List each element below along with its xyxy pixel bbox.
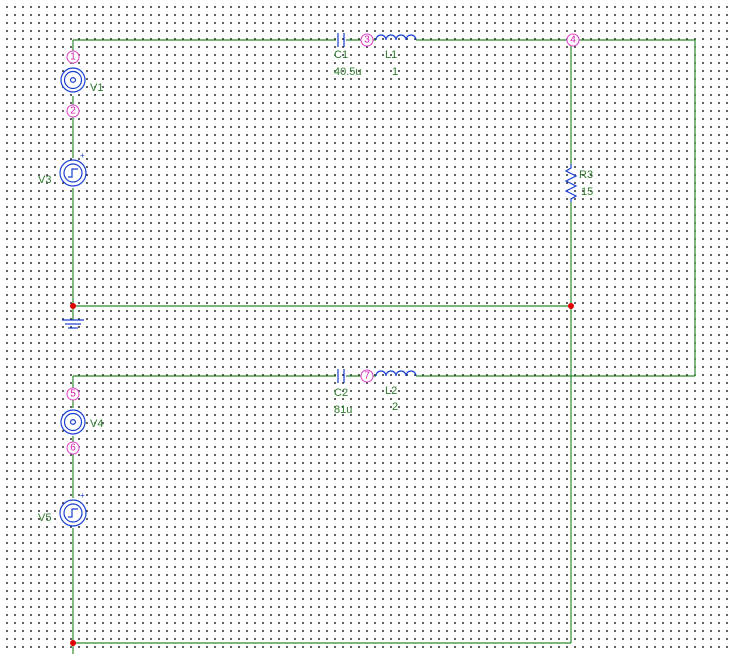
resistor-icon: [564, 164, 578, 202]
node-7-label: 7: [364, 371, 370, 382]
node-6-label: 6: [70, 443, 76, 454]
l1-inductor[interactable]: L1 1: [375, 34, 420, 78]
node-2-label: 2: [70, 106, 76, 117]
node-6-marker[interactable]: 6: [66, 441, 80, 455]
svg-text:+: +: [80, 151, 85, 160]
svg-text:+: +: [80, 491, 85, 500]
c2-value: 81u: [334, 404, 352, 416]
l2-value: 2: [392, 401, 398, 413]
c1-value: 40.5u: [334, 66, 362, 78]
c2-capacitor[interactable]: C2 81u: [334, 369, 352, 416]
v4-source[interactable]: V4: [60, 409, 103, 435]
node-7-marker[interactable]: 7: [360, 369, 374, 383]
v5-source[interactable]: + V5: [38, 491, 87, 527]
junction-dot: [70, 303, 76, 309]
node-5-marker[interactable]: 5: [66, 387, 80, 401]
node-2-marker[interactable]: 2: [66, 104, 80, 118]
v4-label: V4: [90, 418, 103, 430]
r3-resistor[interactable]: R3 15: [564, 164, 593, 202]
junctions: [70, 303, 574, 646]
r3-label: R3: [579, 169, 593, 181]
c1-label: C1: [334, 49, 348, 61]
l1-label: L1: [385, 49, 397, 61]
junction-dot: [70, 640, 76, 646]
c1-capacitor[interactable]: C1 40.5u: [334, 33, 362, 78]
node-4-marker[interactable]: 4: [566, 33, 580, 47]
l2-inductor[interactable]: L2 2: [375, 370, 420, 413]
node-3-label: 3: [364, 35, 370, 46]
v3-source[interactable]: + V3: [38, 151, 87, 187]
v3-label: V3: [38, 174, 51, 186]
c2-label: C2: [334, 387, 348, 399]
v5-label: V5: [38, 512, 51, 524]
l2-label: L2: [385, 385, 397, 397]
v1-source[interactable]: V1: [60, 67, 103, 94]
node-1-marker[interactable]: 1: [66, 50, 80, 64]
l1-value: 1: [392, 66, 398, 78]
inductor-icon: [375, 370, 417, 377]
node-3-marker[interactable]: 3: [360, 33, 374, 47]
node-4-label: 4: [570, 35, 576, 46]
ground-icon[interactable]: [62, 319, 84, 329]
node-1-label: 1: [70, 52, 76, 63]
wires: [72, 39, 696, 654]
node-5-label: 5: [70, 389, 76, 400]
r3-value: 15: [581, 186, 593, 198]
inductor-icon: [375, 34, 417, 41]
junction-dot: [568, 303, 574, 309]
v1-label: V1: [90, 82, 103, 94]
